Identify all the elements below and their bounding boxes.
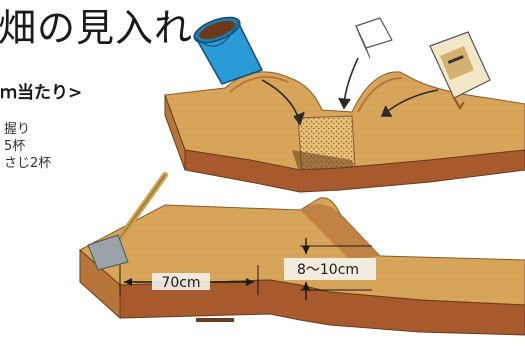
fertilizer-bag-icon <box>429 31 491 110</box>
ingredient-line-3: さじ2杯 <box>4 156 52 171</box>
width-label: 70cm <box>161 275 200 291</box>
upper-soil-block <box>164 71 525 193</box>
pour-arrows <box>261 57 439 126</box>
bucket-icon <box>193 16 264 85</box>
page-subtitle: ｍ当たり> <box>0 83 83 103</box>
depth-dimension <box>284 238 376 300</box>
depth-label: 8～10cm <box>297 262 359 278</box>
width-dimension <box>119 265 259 295</box>
ingredient-line-2: 5杯 <box>4 139 26 154</box>
ingredient-line-1: 握り <box>4 122 31 137</box>
soil-label-stripe <box>196 318 234 322</box>
arrow-from-cup <box>343 57 359 105</box>
page-title: 畑の見入れ <box>0 6 194 50</box>
hoe-icon <box>87 172 168 271</box>
measuring-cup-icon <box>355 17 393 59</box>
